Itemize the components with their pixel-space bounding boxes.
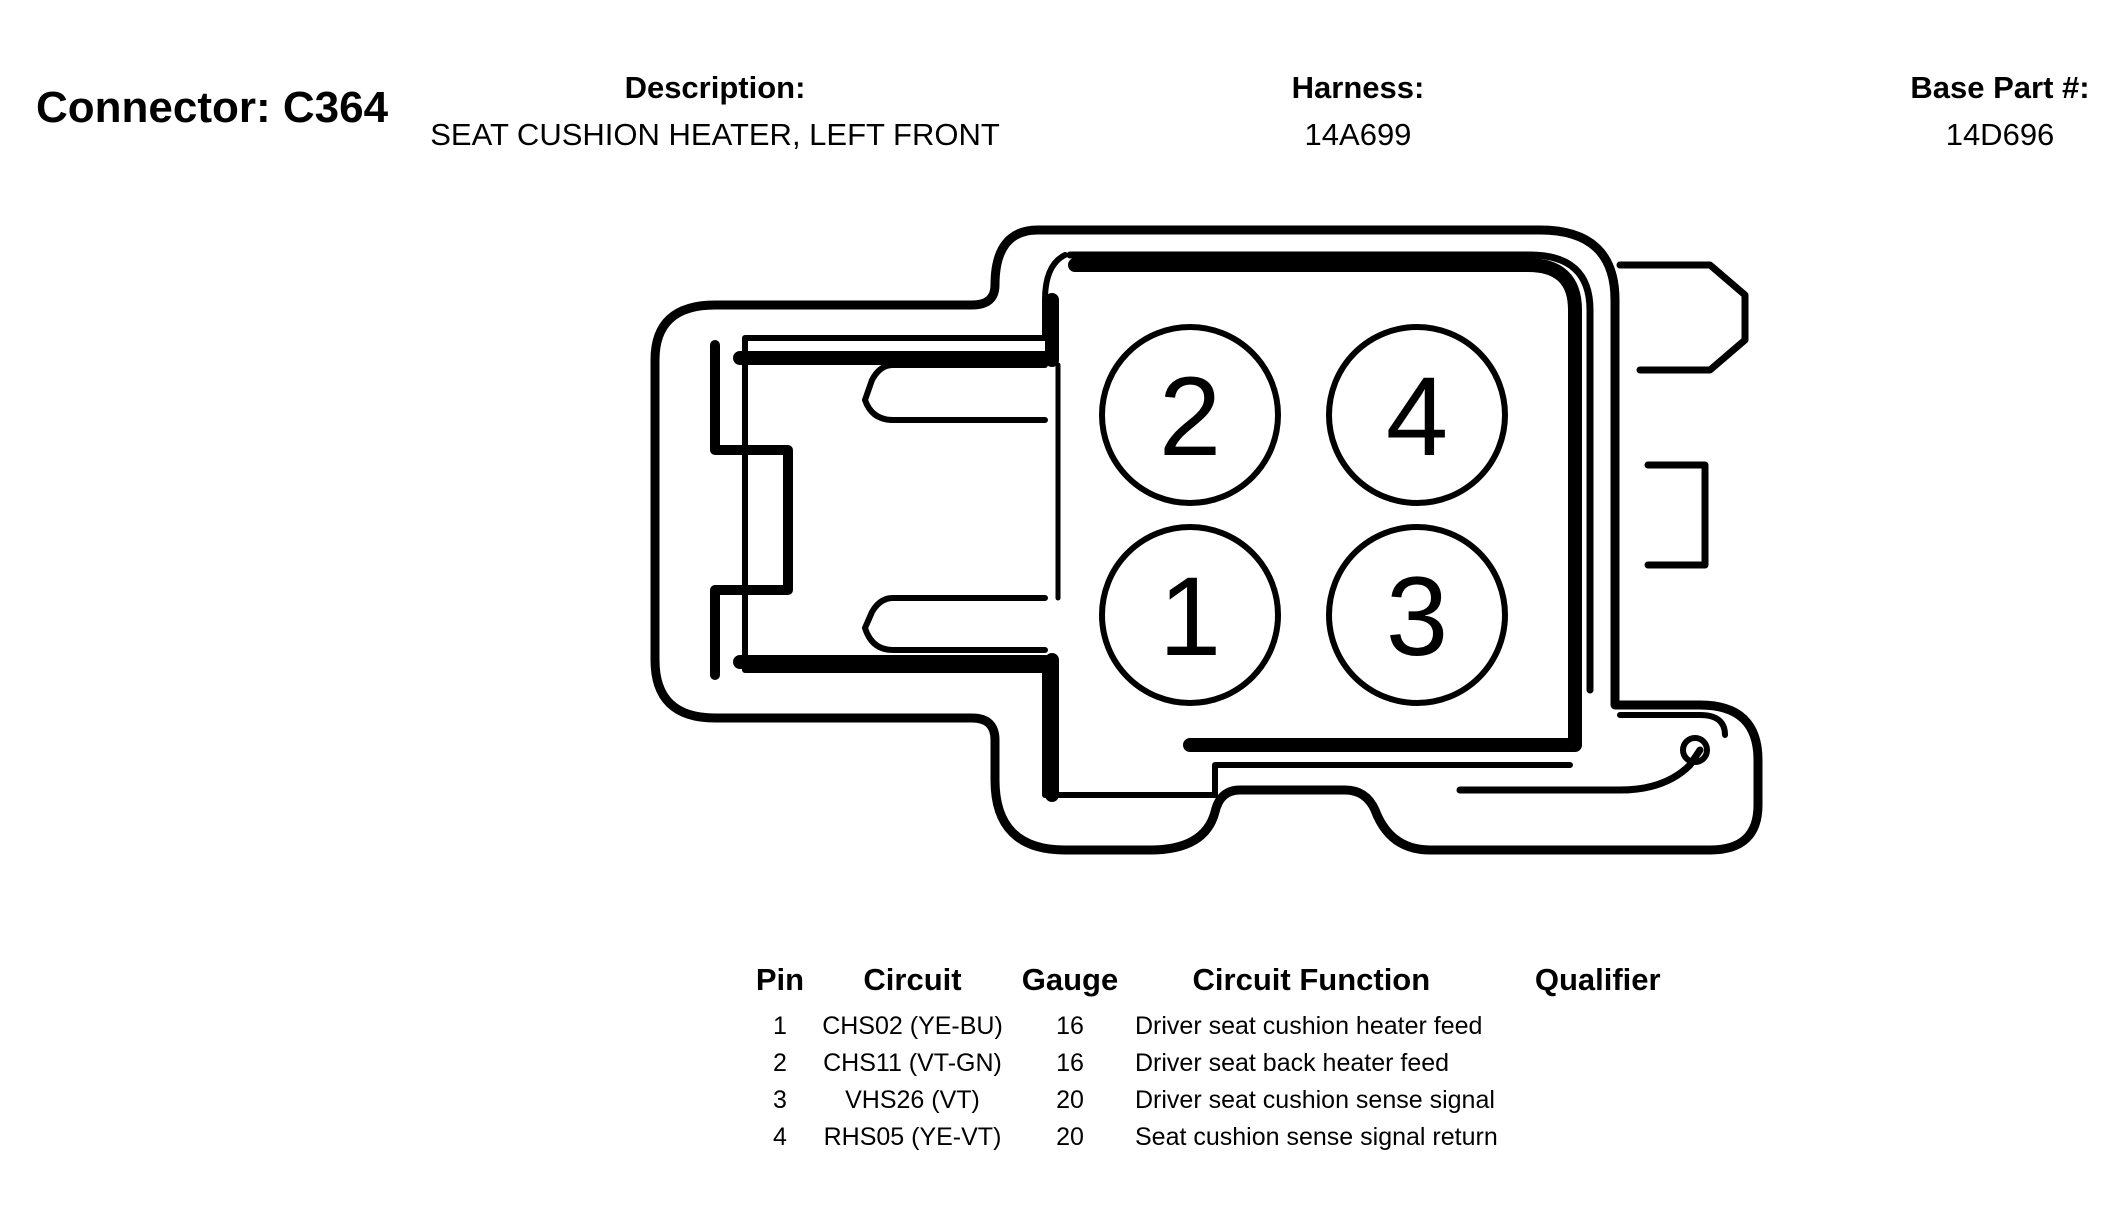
row-circuit: VHS26 (VT) <box>845 1086 980 1114</box>
pin-label-1: 1 <box>1159 554 1221 679</box>
harness-block: Harness: 14A699 <box>1208 69 1508 154</box>
face-box-left-edge <box>733 293 1059 802</box>
pin-label-3: 3 <box>1386 554 1448 679</box>
row-circuit: CHS11 (VT-GN) <box>823 1049 1002 1077</box>
table-row: 4 RHS05 (YE-VT) 20 Seat cushion sense si… <box>750 1119 1698 1156</box>
pin-table-header-row: Pin Circuit Gauge Circuit Function Quali… <box>750 962 1698 1008</box>
row-pin: 4 <box>773 1123 787 1151</box>
key-hole <box>1680 735 1710 765</box>
right-tab-middle <box>1644 461 1709 569</box>
row-pin: 1 <box>773 1012 787 1040</box>
row-qualifier <box>1498 1045 1698 1082</box>
row-qualifier <box>1498 1008 1698 1045</box>
pin-label-4: 4 <box>1386 354 1448 479</box>
left-latch <box>710 340 793 680</box>
pin-cavity-1 <box>1099 524 1281 706</box>
base-part-value: 14D696 <box>1945 117 2055 152</box>
header-qualifier: Qualifier <box>1534 962 1661 997</box>
pin-cavity-3 <box>1326 524 1508 706</box>
right-tab-top <box>1616 261 1749 374</box>
table-row: 2 CHS11 (VT-GN) 16 Driver seat back heat… <box>750 1045 1698 1082</box>
bottom-right-key <box>1456 746 1704 794</box>
header-pin: Pin <box>755 962 805 997</box>
row-gauge: 20 <box>1056 1086 1084 1114</box>
connector-title: Connector: C364 <box>36 83 389 132</box>
row-circuit: CHS02 (YE-BU) <box>822 1012 1003 1040</box>
table-row: 1 CHS02 (YE-BU) 16 Driver seat cushion h… <box>750 1008 1698 1045</box>
pin-label-2: 2 <box>1159 354 1221 479</box>
key-slot <box>1617 712 1728 738</box>
row-function: Driver seat cushion heater feed <box>1135 1012 1483 1040</box>
header-circuit-function: Circuit Function <box>1192 962 1431 997</box>
row-pin: 2 <box>773 1049 787 1077</box>
base-part-block: Base Part #: 14D696 <box>1875 69 2118 154</box>
table-row: 3 VHS26 (VT) 20 Driver seat cushion sens… <box>750 1082 1698 1119</box>
description-block: Description: SEAT CUSHION HEATER, LEFT F… <box>405 69 1025 154</box>
row-pin: 3 <box>773 1086 787 1114</box>
row-function: Seat cushion sense signal return <box>1135 1123 1498 1151</box>
housing-outer-outline <box>650 225 1763 855</box>
harness-value: 14A699 <box>1304 117 1412 152</box>
pin-cavity-4 <box>1326 324 1508 506</box>
latch-notch-top <box>862 362 1048 423</box>
row-qualifier <box>1498 1082 1698 1119</box>
row-function: Driver seat cushion sense signal <box>1135 1086 1495 1114</box>
description-value: SEAT CUSHION HEATER, LEFT FRONT <box>430 117 1000 152</box>
latch-notch-bottom <box>862 595 1048 653</box>
housing-inner-outline-thick <box>1068 258 1582 752</box>
row-gauge: 16 <box>1056 1012 1084 1040</box>
row-circuit: RHS05 (YE-VT) <box>823 1123 1002 1151</box>
base-part-label: Base Part #: <box>1910 70 2090 105</box>
housing-inner-outline <box>1066 251 1594 694</box>
harness-label: Harness: <box>1291 70 1425 105</box>
pin-table: Pin Circuit Gauge Circuit Function Quali… <box>750 962 1698 1156</box>
row-function: Driver seat back heater feed <box>1135 1049 1450 1077</box>
row-gauge: 16 <box>1056 1049 1084 1077</box>
description-label: Description: <box>624 70 806 105</box>
row-qualifier <box>1498 1119 1698 1156</box>
header-circuit: Circuit <box>863 962 962 997</box>
header-gauge: Gauge <box>1021 962 1119 997</box>
row-gauge: 20 <box>1056 1123 1084 1151</box>
pin-cavity-2 <box>1099 324 1281 506</box>
